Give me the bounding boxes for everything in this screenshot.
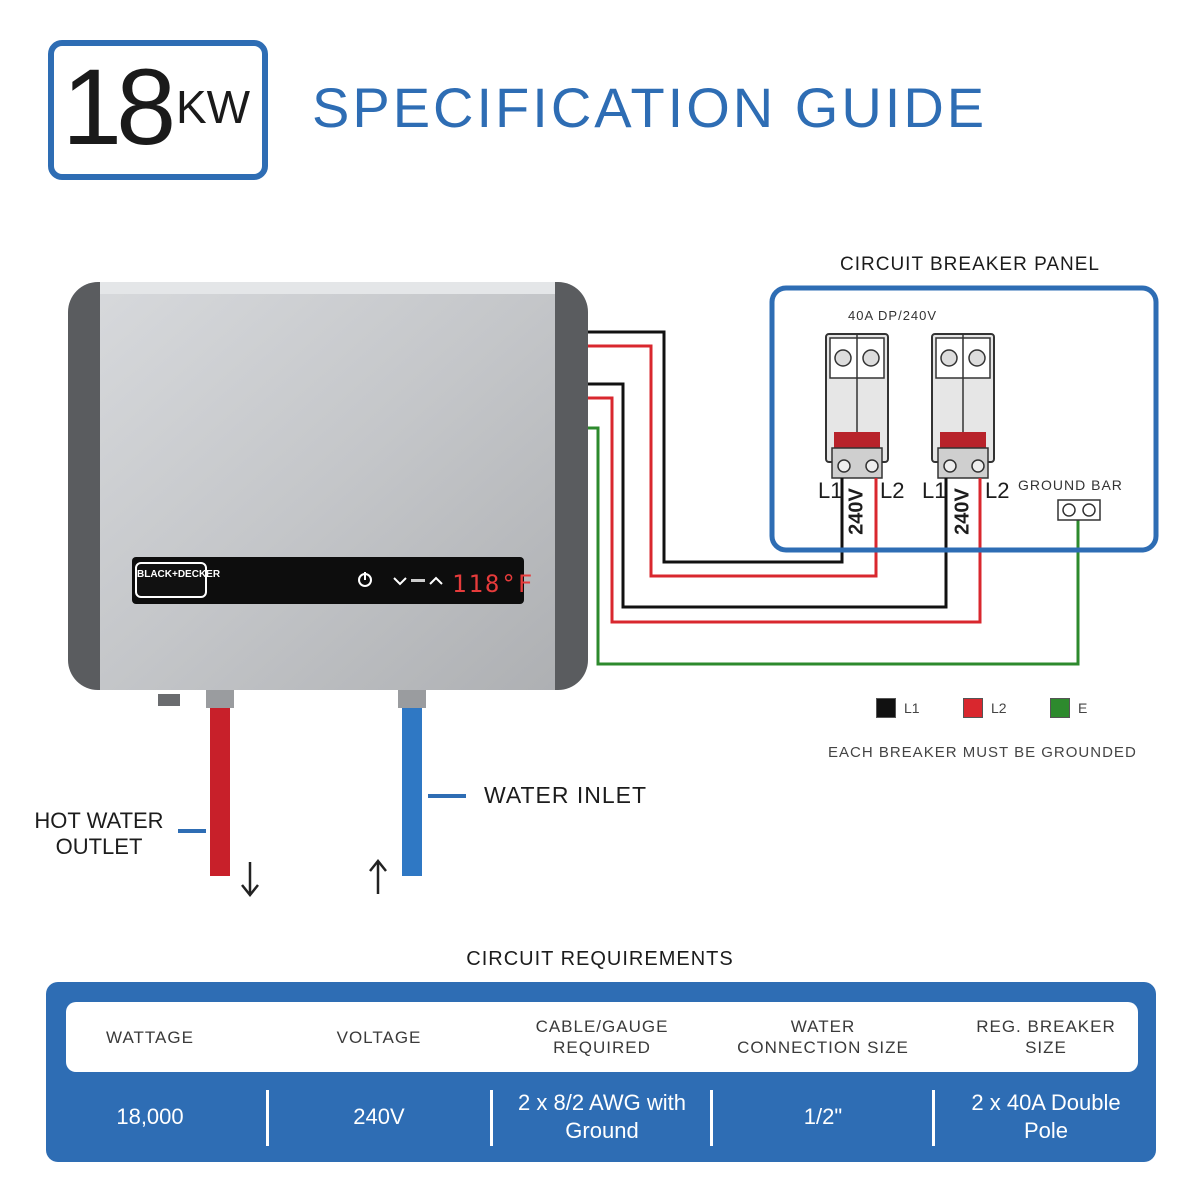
ground-note: EACH BREAKER MUST BE GROUNDED: [828, 744, 1137, 761]
header-breaker-size: REG. BREAKER SIZE: [976, 1017, 1116, 1057]
column-divider: [266, 1090, 269, 1146]
breaker-1-voltage: 240V: [845, 488, 868, 535]
breaker-2-voltage: 240V: [951, 488, 974, 535]
wire-ground: [580, 426, 1080, 666]
header-wattage: WATTAGE: [106, 1027, 194, 1047]
breaker-1-l1-label: L1: [818, 478, 843, 503]
column-divider: [932, 1090, 935, 1146]
page-title: SPECIFICATION GUIDE: [312, 76, 988, 139]
value-wattage: 18,000: [116, 1104, 184, 1129]
breaker-1-l2-label: L2: [880, 478, 905, 503]
value-cable-gauge: 2 x 8/2 AWG with Ground: [518, 1090, 686, 1143]
wire-l1-breaker-2: [580, 382, 948, 609]
header-voltage: VOLTAGE: [336, 1027, 422, 1047]
breaker-2: [931, 333, 995, 479]
legend-swatch-e: [1050, 698, 1070, 718]
header-water-connection: WATER CONNECTION SIZE: [737, 1017, 909, 1057]
value-breaker-size: 2 x 40A Double Pole: [971, 1090, 1121, 1143]
power-badge: [48, 40, 268, 180]
hot-water-outlet-label: HOT WATER OUTLET: [34, 808, 164, 859]
legend-label-l1: L1: [904, 700, 920, 716]
wires: [580, 330, 1080, 666]
breaker-2-l1-label: L1: [922, 478, 947, 503]
value-water-connection: 1/2": [803, 1104, 843, 1129]
legend-swatch-l1: [876, 698, 896, 718]
brand-logo: BLACK+DECKER: [135, 562, 220, 598]
wiring-diagram: [68, 282, 1159, 898]
wire-l2-breaker-2: [580, 396, 982, 624]
ground-bar: [1057, 499, 1101, 521]
water-inlet-label: WATER INLET: [484, 782, 648, 808]
wire-l1-breaker-1: [580, 330, 844, 564]
table-heading: CIRCUIT REQUIREMENTS: [466, 948, 734, 970]
breaker-panel-frame: [769, 285, 1159, 553]
breaker-rating: 40A DP/240V: [848, 308, 938, 323]
legend-label-e: E: [1078, 700, 1088, 716]
value-voltage: 240V: [353, 1104, 405, 1129]
water-heater-unit: [68, 282, 588, 708]
breaker-2-l2-label: L2: [985, 478, 1010, 503]
legend-label-l2: L2: [991, 700, 1007, 716]
display-temperature: 118°F: [452, 570, 535, 598]
power-unit: KW: [176, 81, 251, 133]
cold-water-pipe: [402, 708, 422, 876]
wire-l2-breaker-1: [580, 344, 878, 578]
column-divider: [710, 1090, 713, 1146]
breaker-1: [825, 333, 889, 479]
table-header-row: [66, 1002, 1138, 1072]
power-value: 18: [62, 46, 176, 167]
flow-arrows: [241, 858, 387, 898]
panel-title: CIRCUIT BREAKER PANEL: [840, 254, 1100, 275]
column-divider: [490, 1090, 493, 1146]
legend-swatch-l2: [963, 698, 983, 718]
hot-water-pipe: [210, 708, 230, 876]
header-cable-gauge: CABLE/GAUGE REQUIRED: [535, 1017, 669, 1057]
ground-bar-label: GROUND BAR: [1018, 477, 1123, 493]
